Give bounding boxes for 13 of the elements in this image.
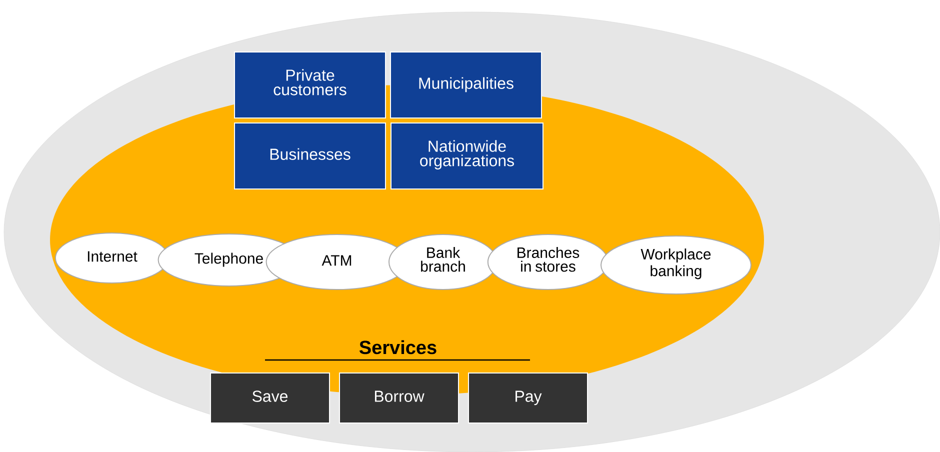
service-box: Pay [468,372,588,424]
channel-oval: ATM [266,234,408,290]
channel-oval: Bank branch [388,234,498,290]
customer-box: Private customers [234,52,386,118]
service-box: Borrow [339,372,459,424]
customer-box: Nationwide organizations [390,122,544,190]
customer-box: Municipalities [390,52,542,118]
channel-oval: Branches in stores [487,234,609,290]
channel-oval: Internet [54,232,170,284]
channel-oval: Workplace banking [600,236,752,294]
customer-box: Businesses [234,122,386,190]
service-box: Save [210,372,330,424]
section-heading: Services [359,340,436,354]
